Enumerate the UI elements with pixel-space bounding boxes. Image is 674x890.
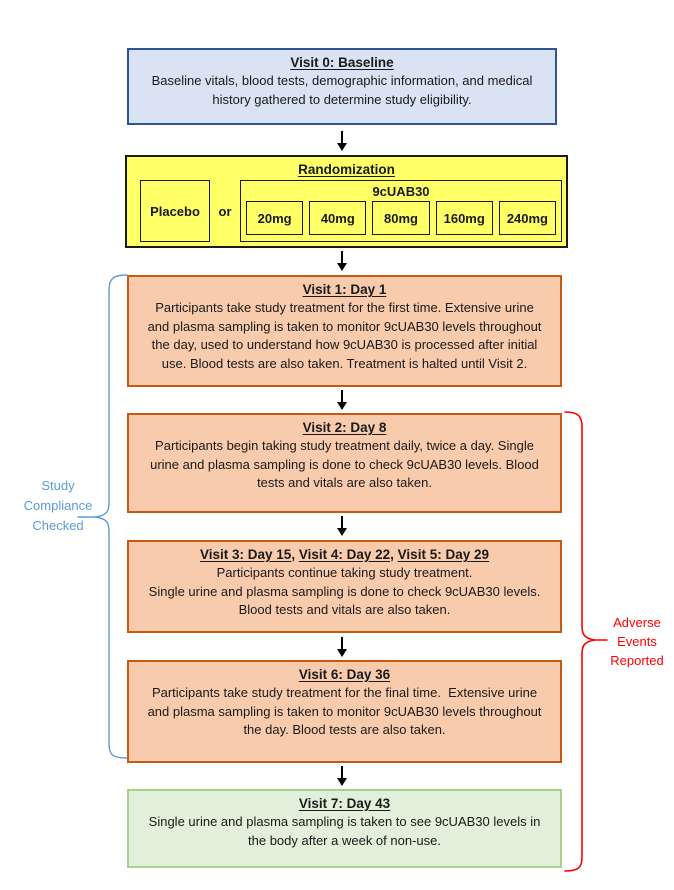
- arrow-down-icon: [337, 251, 347, 271]
- visit6-box: Visit 6: Day 36 Participants take study …: [127, 660, 562, 763]
- dose-box-20mg: 20mg: [246, 201, 304, 235]
- visit345-box: Visit 3: Day 15, Visit 4: Day 22, Visit …: [127, 540, 562, 633]
- visit2-title: Visit 2: Day 8: [302, 420, 387, 435]
- visit0-title: Visit 0: Baseline: [290, 55, 394, 70]
- visit7-box: Visit 7: Day 43 Single urine and plasma …: [127, 789, 562, 868]
- treatment-group-label: 9cUAB30: [372, 184, 430, 199]
- visit0-baseline-box: Visit 0: Baseline Baseline vitals, blood…: [127, 48, 557, 125]
- visit2-box: Visit 2: Day 8 Participants begin taking…: [127, 413, 562, 513]
- treatment-arm-box: 9cUAB30 20mg 40mg 80mg 160mg 240mg: [240, 180, 562, 242]
- arrow-down-icon: [337, 516, 347, 536]
- dose-box-80mg: 80mg: [372, 201, 430, 235]
- visit2-body: Participants begin taking study treatmen…: [150, 438, 539, 490]
- visit345-title: Visit 3: Day 15, Visit 4: Day 22, Visit …: [200, 547, 489, 562]
- visit7-body: Single urine and plasma sampling is take…: [148, 814, 541, 848]
- dose-box-40mg: 40mg: [309, 201, 367, 235]
- randomization-title: Randomization: [298, 162, 395, 177]
- visit345-body: Participants continue taking study treat…: [148, 565, 541, 617]
- visit1-box: Visit 1: Day 1 Participants take study t…: [127, 275, 562, 387]
- arrow-down-icon: [337, 390, 347, 410]
- or-label: or: [218, 203, 232, 219]
- placebo-arm-box: Placebo: [140, 180, 210, 242]
- visit0-body: Baseline vitals, blood tests, demographi…: [151, 73, 533, 107]
- visit7-title: Visit 7: Day 43: [298, 796, 391, 811]
- randomization-arms: Placebo or 9cUAB30 20mg 40mg 80mg 160mg …: [127, 179, 566, 243]
- arrow-down-icon: [337, 637, 347, 657]
- dose-boxes: 20mg 40mg 80mg 160mg 240mg: [241, 201, 561, 241]
- visit6-title: Visit 6: Day 36: [298, 667, 391, 682]
- visit1-title: Visit 1: Day 1: [302, 282, 387, 297]
- visit6-body: Participants take study treatment for th…: [147, 685, 542, 737]
- arrow-down-icon: [337, 131, 347, 151]
- arrow-down-icon: [337, 766, 347, 786]
- randomization-box: Randomization Placebo or 9cUAB30 20mg 40…: [125, 155, 568, 248]
- dose-box-240mg: 240mg: [498, 201, 557, 235]
- visit1-body: Participants take study treatment for th…: [147, 300, 542, 371]
- dose-box-160mg: 160mg: [435, 201, 493, 235]
